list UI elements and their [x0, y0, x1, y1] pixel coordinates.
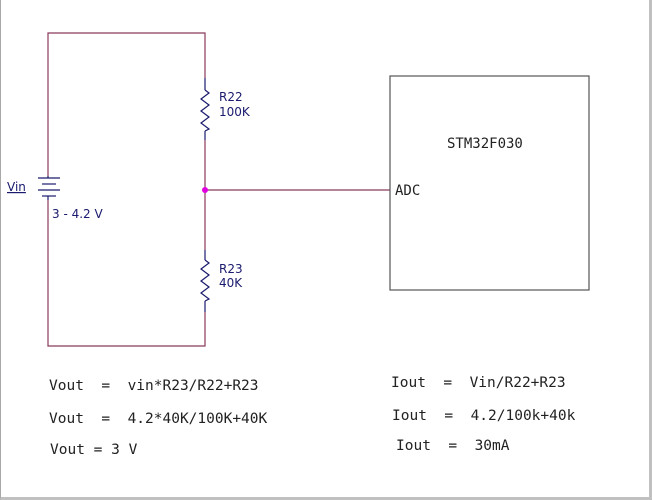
battery-symbol	[38, 176, 60, 200]
wire-bottom	[47, 200, 206, 347]
equation-vout-1: Vout = vin*R23/R22+R23	[49, 378, 259, 394]
junction-node	[202, 187, 208, 193]
mcu-pin-adc: ADC	[395, 183, 420, 199]
battery-name: Vin	[7, 180, 26, 194]
resistor-r23	[200, 250, 211, 312]
mcu-name: STM32F030	[447, 136, 523, 152]
battery-value: 3 - 4.2 V	[52, 207, 103, 221]
equation-iout-1: Iout = Vin/R22+R23	[391, 375, 566, 391]
equation-iout-3: Iout = 30mA	[396, 438, 510, 454]
wire-top	[47, 32, 206, 176]
wires	[47, 32, 390, 347]
equation-vout-3: Vout = 3 V	[50, 442, 138, 458]
equation-vout-2: Vout = 4.2*40K/100K+40K	[49, 411, 268, 427]
resistor-r22	[200, 78, 211, 140]
r23-name: R23	[219, 262, 243, 276]
r22-name: R22	[219, 90, 243, 104]
r22-value: 100K	[219, 105, 251, 119]
equation-iout-2: Iout = 4.2/100k+40k	[392, 408, 576, 424]
r23-value: 40K	[219, 276, 243, 290]
mcu-block	[389, 75, 590, 291]
